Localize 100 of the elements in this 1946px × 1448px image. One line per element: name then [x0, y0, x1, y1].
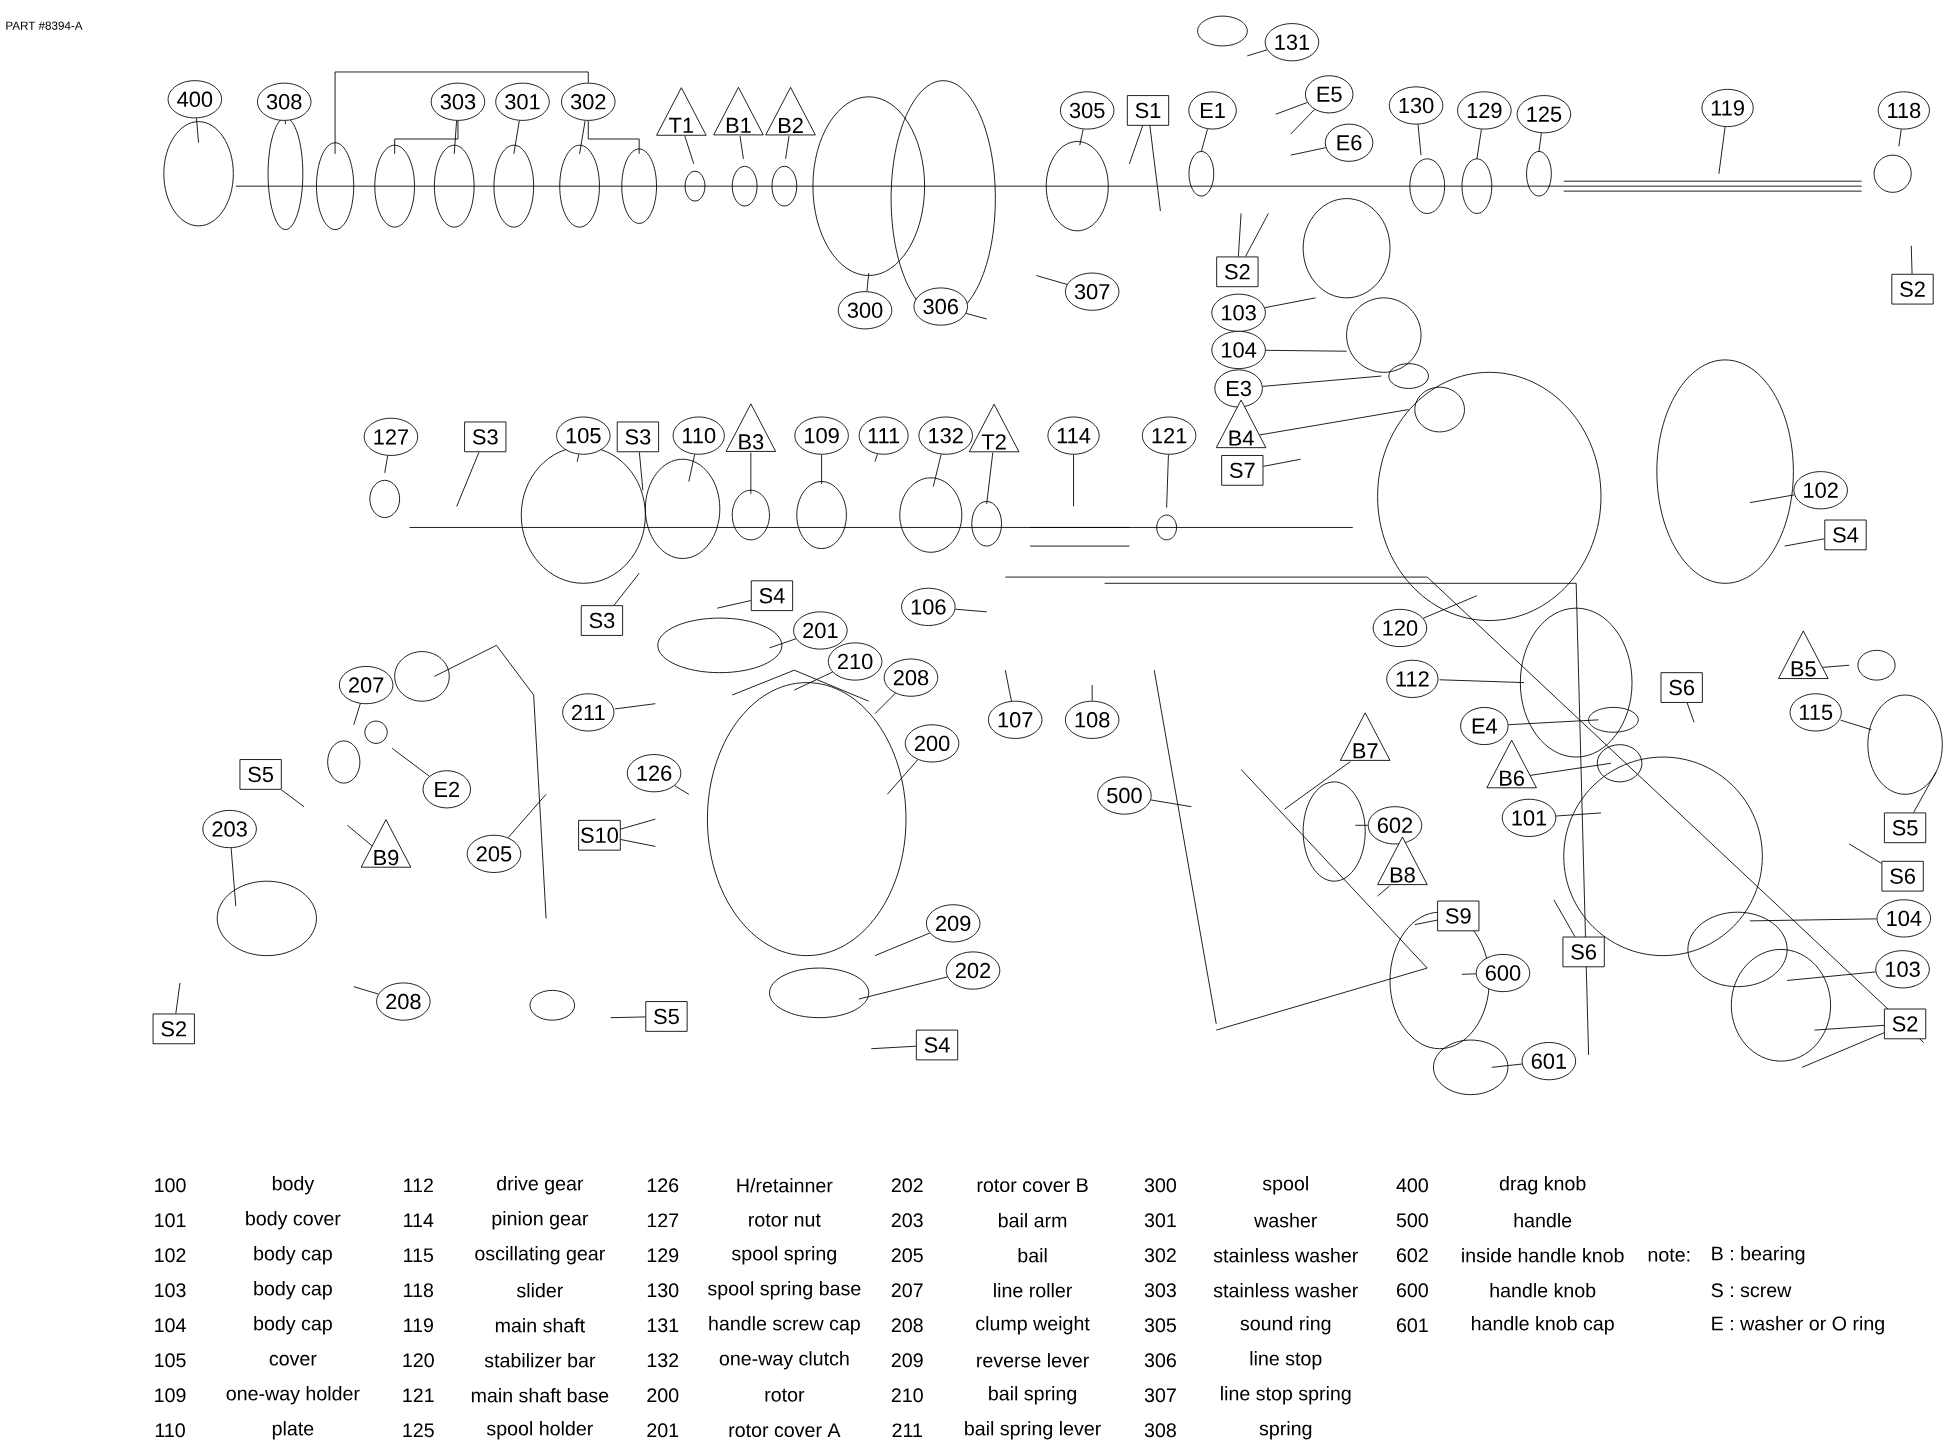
table-text: main shaft [495, 1317, 585, 1333]
table-text: bail arm [998, 1212, 1067, 1228]
callout-triangle: T2 [968, 403, 1020, 453]
table-text: 211 [892, 1423, 922, 1437]
leader-line [456, 451, 480, 507]
leader-line [785, 135, 790, 160]
table-text: 102 [155, 1248, 186, 1262]
leader-line [688, 453, 696, 482]
table-text: 202 [891, 1178, 923, 1192]
leader-line [1840, 719, 1872, 731]
table-text: handle knob cap [1472, 1315, 1614, 1335]
table-text: 109 [155, 1388, 186, 1402]
callout-box: S3 [464, 421, 507, 453]
table-text: 200 [647, 1388, 679, 1402]
leader-line [1262, 375, 1382, 387]
leader-line [347, 824, 373, 847]
leader-line [1264, 297, 1316, 308]
callout-triangle: B5 [1778, 630, 1829, 679]
leader-line [576, 453, 580, 462]
callout-triangle: B9 [360, 819, 412, 868]
table-text: bail spring [989, 1385, 1076, 1405]
table-text: one-way holder [226, 1385, 360, 1405]
callout-box: S6 [1562, 936, 1605, 968]
leader-line [453, 120, 458, 155]
table-text: spool spring base [708, 1280, 861, 1300]
leader-line [610, 1016, 646, 1018]
table-text: 208 [891, 1318, 923, 1332]
leader-line [1414, 919, 1438, 925]
table-text: oscillating gear [475, 1245, 605, 1265]
leader-line [1073, 454, 1074, 507]
leader-line [280, 789, 305, 807]
leader-line [1091, 684, 1093, 702]
table-text: 120 [403, 1353, 434, 1367]
table-text: 118 [404, 1283, 434, 1297]
leader-line [874, 932, 931, 956]
leader-line [1476, 128, 1482, 160]
leader-line [1898, 128, 1902, 147]
table-text: bail spring lever [965, 1420, 1101, 1440]
leader-line [1786, 971, 1877, 981]
table-text: handle screw cap [709, 1315, 860, 1335]
leader-line [507, 793, 547, 838]
callout-triangle: T1 [656, 87, 707, 136]
callout-box: S2 [1216, 256, 1259, 287]
leader-line [1377, 885, 1391, 897]
leader-line [954, 608, 988, 613]
leader-line [638, 451, 644, 491]
table-text: 103 [155, 1283, 186, 1297]
table-text: 121 [403, 1388, 434, 1402]
callout-box: S6 [1660, 672, 1703, 703]
leader-line [1814, 1024, 1885, 1031]
table-text: 110 [155, 1423, 185, 1437]
callout-triangle: B6 [1486, 739, 1537, 789]
leader-line [391, 747, 430, 777]
leader-line [1128, 125, 1144, 165]
callout-triangle: B4 [1215, 399, 1267, 448]
leader-line [1821, 664, 1850, 668]
table-text: handle [1514, 1212, 1572, 1228]
leader-line [1784, 538, 1825, 547]
leader-line [1258, 408, 1410, 436]
table-text: 132 [647, 1353, 679, 1367]
table-text: 112 [404, 1178, 433, 1192]
callout-box: S10 [578, 819, 621, 851]
leader-line [1149, 125, 1161, 212]
table-text: 207 [891, 1283, 923, 1297]
callout-box: S7 [1221, 454, 1264, 486]
callout-box: S2 [152, 1013, 195, 1045]
table-text: stainless washer [1213, 1282, 1358, 1298]
table-text: 301 [1144, 1213, 1176, 1227]
table-text: 105 [155, 1353, 186, 1367]
table-text: 114 [404, 1213, 434, 1227]
table-text: note: [1648, 1248, 1690, 1262]
table-text: main shaft base [471, 1387, 609, 1403]
table-text: 306 [1144, 1353, 1176, 1367]
table-text: 307 [1144, 1388, 1176, 1402]
leader-line [196, 117, 199, 143]
callout-box: S4 [1824, 519, 1867, 551]
leader-line [793, 671, 833, 691]
table-text: washer [1254, 1212, 1318, 1228]
leader-line [1422, 595, 1478, 619]
leader-line [334, 71, 589, 155]
table-text: 100 [155, 1178, 186, 1192]
leader-line [750, 452, 752, 495]
leader-line [1848, 843, 1882, 864]
callout-triangle: B1 [713, 86, 764, 136]
table-text: 302 [1144, 1248, 1176, 1262]
leader-line [739, 135, 744, 160]
table-text: body cap [254, 1315, 332, 1335]
table-text: 127 [647, 1213, 679, 1227]
leader-line [1150, 799, 1192, 807]
leader-line [1553, 899, 1576, 937]
table-text: body cap [254, 1280, 332, 1300]
leader-line [1508, 719, 1599, 725]
leader-line [579, 120, 586, 155]
table-text: 210 [891, 1388, 923, 1402]
table-text: reverse lever [977, 1352, 1089, 1368]
table-text: drag knob [1499, 1175, 1586, 1195]
leader-line [175, 982, 181, 1014]
table-text: 101 [155, 1213, 186, 1227]
table-text: one-way clutch [719, 1350, 849, 1370]
callout-triangle: B3 [725, 403, 777, 452]
